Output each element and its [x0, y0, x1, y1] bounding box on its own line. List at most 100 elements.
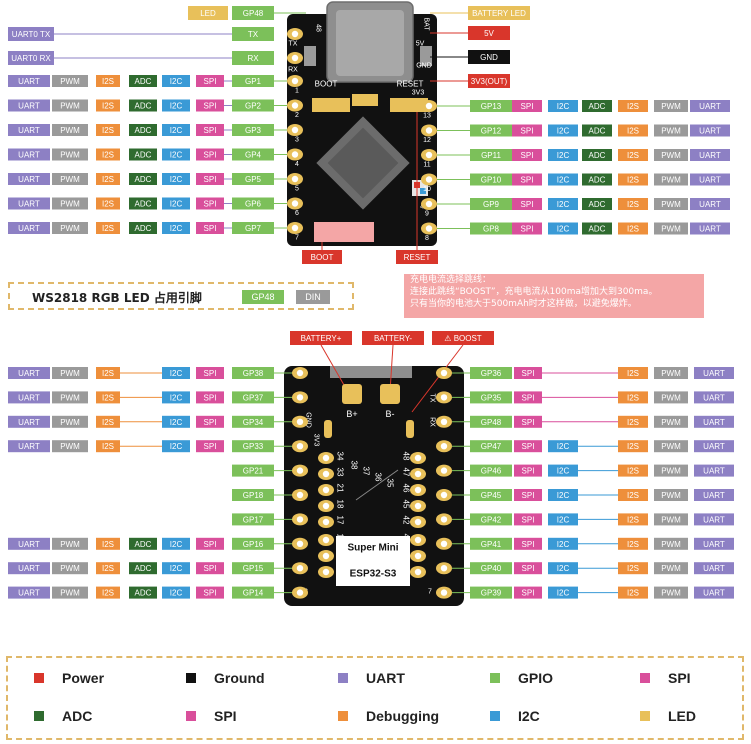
tag-bg [196, 173, 224, 185]
tag-text: I2C [557, 200, 570, 209]
tag-text: PWM [661, 200, 681, 209]
silk-left-col-num: 17 [336, 516, 345, 525]
func-tag-uart: UART [694, 562, 734, 575]
func-tag-pwm: PWM [52, 75, 88, 87]
usb-edge [330, 366, 412, 378]
tag-text: GP4 [245, 151, 262, 160]
tag-text: ADC [135, 77, 152, 86]
ws2818-box: WS2818 RGB LED 占用引脚 GP48 DIN [8, 282, 354, 310]
tag-bg [129, 586, 157, 599]
tag-bg [468, 50, 510, 64]
legend-swatch [338, 673, 348, 683]
func-tag-uart: UART [694, 489, 734, 501]
pin-pad [287, 75, 303, 87]
func-tag-i2c: I2C [162, 99, 190, 112]
pin-pad [410, 484, 426, 496]
legend-swatch [640, 673, 650, 683]
func-tag-i2s: I2S [96, 99, 120, 112]
func-tag-pwm: PWM [52, 391, 88, 404]
func-tag-spi: SPI [512, 100, 542, 112]
tag-text: UART [699, 151, 721, 160]
tag-text: SPI [204, 126, 217, 135]
legend-item-gpio: GPIO [490, 670, 553, 686]
tag-bg [694, 489, 734, 501]
legend-item-uart: UART [338, 670, 405, 686]
tag-bg [96, 222, 120, 234]
tag-bg [548, 489, 578, 501]
tag-text: I2S [627, 442, 639, 451]
func-tag-pwm: PWM [52, 537, 88, 550]
pad-hole [291, 54, 299, 62]
tag-text: GP38 [243, 369, 264, 378]
tag-bg [52, 415, 88, 428]
silk-pin-num: 5 [295, 186, 299, 193]
func-tag-i2c: I2C [162, 124, 190, 136]
legend-swatch [338, 711, 348, 721]
model-line-2: ESP32-S3 [350, 569, 397, 580]
tag-bg [232, 99, 274, 112]
tag-bg [514, 391, 542, 404]
tag-text: PWM [60, 77, 80, 86]
tag-bg [470, 415, 512, 428]
tag-text: PWM [661, 127, 681, 136]
tag-text: I2C [557, 564, 570, 573]
tag-bg [690, 100, 730, 112]
tag-bg [8, 415, 50, 428]
tag-bg [232, 440, 274, 453]
legend-swatch [186, 673, 196, 683]
tag-bg [618, 222, 648, 235]
pad-hole [440, 540, 448, 547]
func-tag-i2c: I2C [548, 562, 578, 575]
legend-swatch [34, 673, 44, 683]
tag-text: UART [703, 589, 725, 598]
pad-hole [322, 502, 330, 510]
tag-bg [232, 586, 274, 599]
pin-pad [318, 516, 334, 528]
tag-bg [548, 513, 578, 526]
tag-text: PWM [661, 102, 681, 111]
pin-pad [318, 468, 334, 480]
tag-text: PWM [60, 540, 80, 549]
func-tag-spi: SPI [514, 489, 542, 501]
tag-bg [512, 100, 542, 112]
tag-bg [232, 27, 274, 41]
func-tag-pwm: PWM [52, 222, 88, 234]
func-tag-adc: ADC [582, 222, 612, 235]
tag-bg [694, 537, 734, 550]
tag-text: ADC [589, 151, 606, 160]
tag-bg [618, 367, 648, 379]
tag-bg [129, 99, 157, 112]
tag-text: UART [703, 467, 725, 476]
pad-hole [414, 486, 422, 494]
tag-bg [514, 513, 542, 526]
gpio-tag-gp9: GP9 [470, 198, 512, 210]
func-tag-uart: UART [8, 537, 50, 550]
legend-swatch [186, 711, 196, 721]
tag-text: GP5 [245, 175, 262, 184]
tag-bg [512, 198, 542, 210]
func-tag-pwm: PWM [654, 562, 688, 575]
tag-text: I2S [102, 102, 114, 111]
func-tag-uart: UART [8, 148, 50, 161]
tag-text: PWM [661, 369, 681, 378]
silk-line [355, 469, 399, 501]
tag-text: UART [703, 442, 725, 451]
tag-bg [232, 367, 274, 379]
pin-pad [436, 513, 452, 526]
silk-right-col-num: 47 [402, 468, 411, 477]
tag-text: I2C [557, 442, 570, 451]
pad-hole [296, 589, 304, 596]
pin-pad [292, 415, 308, 428]
tag-text: ADC [135, 151, 152, 160]
gpio-tag-gp17: GP17 [232, 513, 274, 526]
silk-left-col-num: 33 [336, 468, 345, 477]
tag-text: GP11 [481, 151, 501, 160]
silk-inner-num: 36 [374, 473, 383, 482]
func-tag-uart: UART [694, 415, 734, 428]
func-tag-pwm: PWM [654, 415, 688, 428]
silk-b-plus: B+ [346, 409, 357, 419]
silk-left-col-num: 18 [336, 500, 345, 509]
tag-text: I2S [102, 589, 114, 598]
func-tag-adc: ADC [582, 173, 612, 186]
tag-bg [548, 586, 578, 599]
